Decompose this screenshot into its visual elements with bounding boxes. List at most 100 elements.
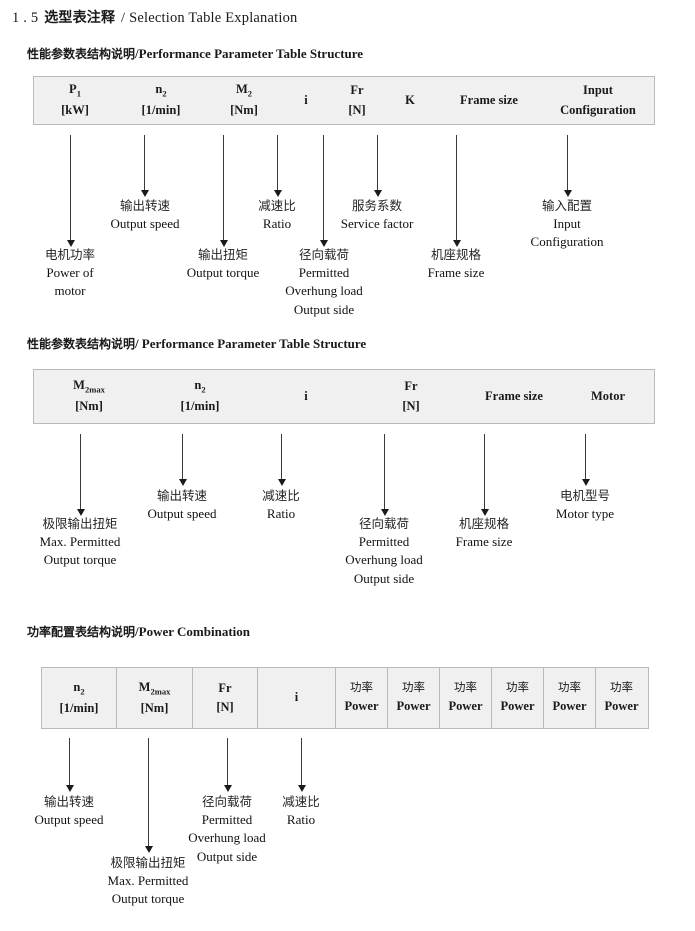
table-3-col-power-1-cn: 功率: [350, 680, 373, 695]
table-1-col-p1-unit: [kW]: [61, 103, 89, 118]
label-output-speed-1: 输出转速 Output speed: [111, 197, 180, 233]
label-frame-size-2-cn: 机座规格: [458, 516, 510, 531]
section-3-heading-english: Power Combination: [138, 624, 250, 639]
label-permitted-overhung-load-3-en3: Output side: [196, 848, 258, 864]
table-3-col-m2max-symbol: M2max: [138, 679, 171, 697]
table-1-col-input-configuration-line2: Configuration: [560, 102, 636, 117]
label-max-permitted-output-torque-3: 极限输出扭矩 Max. Permitted Output torque: [108, 854, 189, 909]
label-permitted-overhung-load-1-en1: Permitted: [298, 264, 350, 280]
table-1-col-input-configuration-line1: Input: [583, 83, 613, 98]
table-1-col-frame-size: Frame size: [436, 77, 542, 124]
table-3-col-power-1-en: Power: [344, 699, 379, 714]
table-1-col-m2: M2 [Nm]: [206, 77, 282, 124]
table-1-col-m2-symbol: M2: [235, 82, 253, 99]
label-frame-size-1-en: Frame size: [427, 264, 485, 280]
table-2-col-m2max: M2max [Nm]: [34, 370, 144, 423]
label-input-configuration-en1: Input: [553, 215, 581, 231]
label-output-torque-en: Output torque: [186, 264, 260, 280]
label-permitted-overhung-load-3-en2: Overhung load: [188, 830, 266, 846]
table-3-col-power-6-cn: 功率: [610, 680, 633, 695]
table-1-col-input-configuration: Input Configuration: [542, 77, 654, 124]
table-2-col-m2max-unit: [Nm]: [75, 399, 103, 414]
label-permitted-overhung-load-1-cn: 径向载荷: [298, 247, 349, 262]
label-max-permitted-output-torque-2-en2: Output torque: [43, 552, 117, 568]
table-3-col-n2-unit: [1/min]: [59, 700, 99, 715]
label-ratio-3-en: Ratio: [286, 811, 316, 827]
performance-parameter-table-1: P1 [kW] n2 [1/min] M2 [Nm] i Fr [N] K Fr…: [33, 76, 655, 125]
page-title: 1 . 5 选型表注释 / Selection Table Explanatio…: [12, 7, 298, 27]
table-2-col-frame-size: Frame size: [466, 370, 562, 423]
label-output-speed-2-en: Output speed: [147, 505, 217, 521]
section-3-heading-chinese: 功率配置表结构说明: [27, 625, 136, 639]
table-1-col-k-symbol: K: [405, 92, 415, 107]
label-max-permitted-output-torque-2-en1: Max. Permitted: [39, 533, 121, 549]
label-input-configuration-cn: 输入配置: [541, 198, 592, 213]
label-ratio-1-cn: 减速比: [258, 198, 296, 213]
label-service-factor: 服务系数 Service factor: [341, 197, 414, 233]
label-motor-type-en: Motor type: [555, 505, 615, 521]
table-3-col-power-6: 功率 Power: [595, 668, 647, 728]
table-3-col-power-4-en: Power: [500, 699, 535, 714]
label-permitted-overhung-load-3-cn: 径向载荷: [201, 794, 252, 809]
table-3-col-power-5-en: Power: [552, 699, 587, 714]
label-power-of-motor-cn: 电机功率: [44, 247, 96, 262]
table-2-col-fr-symbol: Fr: [404, 379, 418, 394]
table-3-col-m2max: M2max [Nm]: [116, 668, 192, 728]
label-max-permitted-output-torque-2: 极限输出扭矩 Max. Permitted Output torque: [40, 515, 121, 570]
section-3-heading-separator: /: [135, 624, 139, 639]
table-3-col-power-2-cn: 功率: [402, 680, 425, 695]
table-1-col-fr-unit: [N]: [348, 102, 366, 117]
table-1-col-n2: n2 [1/min]: [116, 77, 206, 124]
table-3-col-power-3-en: Power: [448, 699, 483, 714]
section-1-heading-english: Performance Parameter Table Structure: [138, 46, 364, 61]
section-2-heading-chinese: 性能参数表结构说明: [27, 337, 136, 351]
table-3-col-m2max-unit: [Nm]: [140, 700, 169, 715]
table-3-col-n2: n2 [1/min]: [42, 668, 116, 728]
label-output-speed-3-en: Output speed: [34, 811, 104, 827]
section-2-heading-english: Performance Parameter Table Structure: [141, 336, 367, 351]
label-max-permitted-output-torque-3-cn: 极限输出扭矩: [110, 855, 186, 870]
table-2-col-i-symbol: i: [304, 388, 308, 403]
page-title-separator: /: [121, 10, 126, 26]
performance-parameter-table-2: M2max [Nm] n2 [1/min] i Fr [N] Frame siz…: [33, 369, 655, 424]
label-ratio-2-cn: 减速比: [262, 488, 300, 503]
table-1-col-i-symbol: i: [304, 92, 308, 107]
label-motor-type-cn: 电机型号: [559, 488, 611, 503]
label-permitted-overhung-load-3-en1: Permitted: [201, 811, 253, 827]
table-3-col-power-6-en: Power: [604, 699, 639, 714]
label-frame-size-2-en: Frame size: [455, 533, 513, 549]
table-3-col-power-5-cn: 功率: [558, 680, 581, 695]
table-1-col-fr: Fr [N]: [330, 77, 384, 124]
label-ratio-1: 减速比 Ratio: [258, 197, 296, 233]
label-frame-size-1: 机座规格 Frame size: [428, 246, 485, 282]
table-2-col-fr: Fr [N]: [356, 370, 466, 423]
label-permitted-overhung-load-2-en2: Overhung load: [345, 552, 423, 568]
page-title-english: Selection Table Explanation: [129, 10, 298, 26]
label-ratio-3: 减速比 Ratio: [282, 793, 320, 829]
table-2-col-m2max-symbol: M2max: [73, 378, 105, 395]
table-3-col-power-4-cn: 功率: [506, 680, 529, 695]
table-2-col-n2-unit: [1/min]: [180, 399, 220, 414]
table-3-col-power-2-en: Power: [396, 699, 431, 714]
table-2-col-i: i: [256, 370, 356, 423]
table-2-col-n2-symbol: n2: [194, 378, 206, 395]
table-1-col-i: i: [282, 77, 330, 124]
table-3-col-i: i: [257, 668, 335, 728]
table-3-col-fr: Fr [N]: [192, 668, 257, 728]
table-3-col-fr-symbol: Fr: [218, 680, 232, 695]
table-3-col-i-symbol: i: [294, 690, 299, 705]
table-1-col-fr-symbol: Fr: [350, 83, 364, 98]
label-ratio-2-en: Ratio: [266, 505, 296, 521]
table-2-col-fr-unit: [N]: [402, 398, 420, 413]
table-1-col-p1-symbol: P1: [69, 82, 81, 99]
table-1-col-frame-size-label: Frame size: [460, 92, 518, 107]
section-1-heading-chinese: 性能参数表结构说明: [27, 47, 136, 61]
table-3-col-power-3: 功率 Power: [439, 668, 491, 728]
label-frame-size-2: 机座规格 Frame size: [456, 515, 513, 551]
power-combination-table: n2 [1/min] M2max [Nm] Fr [N] i 功率 Power …: [41, 667, 649, 729]
table-3-col-fr-unit: [N]: [216, 700, 234, 714]
label-permitted-overhung-load-2: 径向载荷 Permitted Overhung load Output side: [345, 515, 423, 588]
label-power-of-motor: 电机功率 Power of motor: [45, 246, 95, 301]
label-output-speed-3-cn: 输出转速: [43, 794, 94, 809]
